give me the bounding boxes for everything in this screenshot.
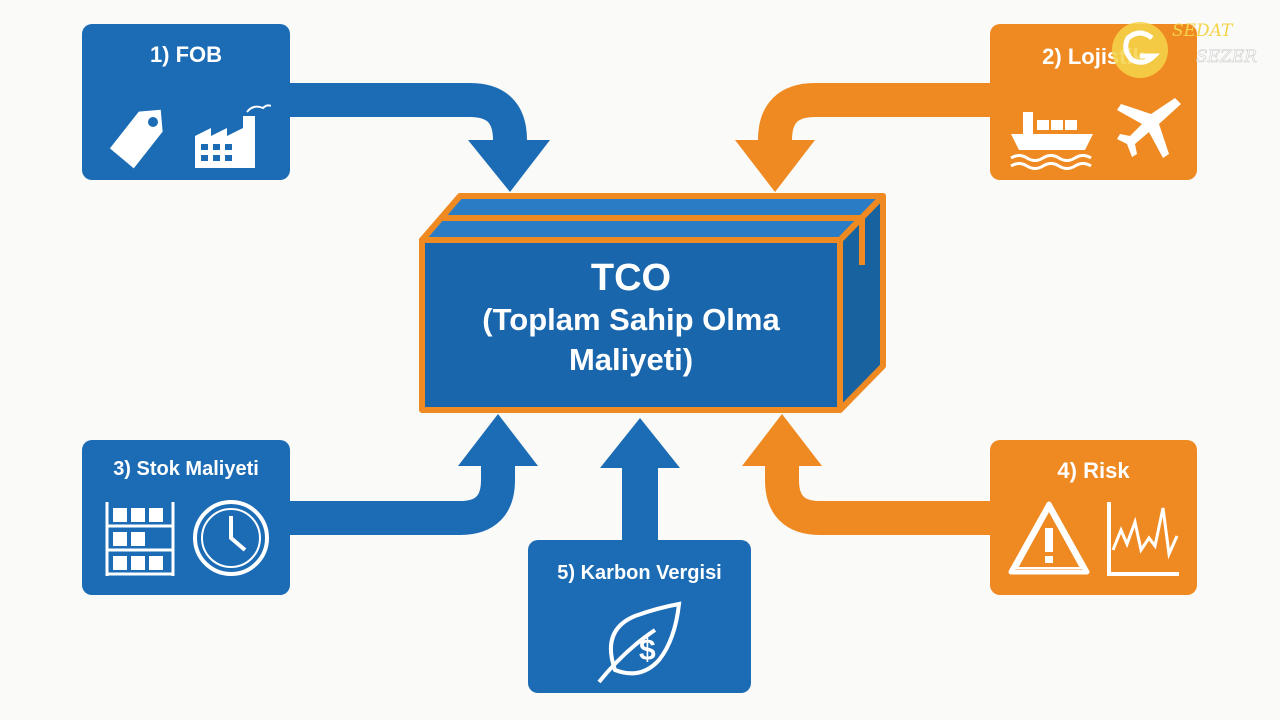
airplane-icon xyxy=(1116,98,1181,158)
card-fob-label: 1) FOB xyxy=(149,42,223,67)
arrow-fob xyxy=(285,83,527,150)
card-risk: 4) Risk xyxy=(990,440,1197,595)
watermark-line2: SEZER xyxy=(1196,47,1258,68)
card-risk-label: 4) Risk xyxy=(1057,458,1130,483)
watermark-line1: SEDAT xyxy=(1172,21,1233,41)
card-stok-label: 3) Stok Maliyeti xyxy=(113,458,259,480)
arrow-head-logistik xyxy=(735,140,815,192)
card-karbon: 5) Karbon Vergisi $ xyxy=(528,540,751,693)
card-karbon-label: 5) Karbon Vergisi xyxy=(557,562,722,584)
arrow-head-stok xyxy=(458,414,538,466)
watermark-logo xyxy=(1112,22,1168,78)
price-tag-icon xyxy=(109,109,163,169)
arrow-karbon xyxy=(622,465,658,545)
clock-icon xyxy=(193,500,269,576)
factory-icon xyxy=(195,104,271,168)
volatility-chart-icon xyxy=(1106,502,1179,576)
arrow-head-karbon xyxy=(600,418,680,468)
arrow-head-fob xyxy=(468,140,550,192)
card-fob: 1) FOB xyxy=(82,24,290,180)
leaf-dollar-icon: $ xyxy=(596,601,681,684)
arrow-logistik xyxy=(758,83,995,150)
arrow-risk xyxy=(765,465,995,535)
arrow-stok xyxy=(285,465,515,535)
card-stok: 3) Stok Maliyeti xyxy=(82,440,290,595)
svg-text:$: $ xyxy=(639,634,656,667)
tco-subtitle-2: Maliyeti) xyxy=(568,342,694,377)
tco-box-label: TCO (Toplam Sahip Olma Maliyeti) xyxy=(422,245,840,405)
arrow-head-risk xyxy=(742,414,822,466)
watermark-text: SEDAT SEZER xyxy=(1172,18,1257,70)
cargo-ship-icon xyxy=(1009,112,1093,170)
tco-subtitle-1: (Toplam Sahip Olma xyxy=(482,302,780,337)
warning-icon xyxy=(1008,501,1089,575)
warehouse-shelf-icon xyxy=(105,502,175,576)
tco-title: TCO xyxy=(590,257,672,299)
tco-box xyxy=(419,193,886,413)
